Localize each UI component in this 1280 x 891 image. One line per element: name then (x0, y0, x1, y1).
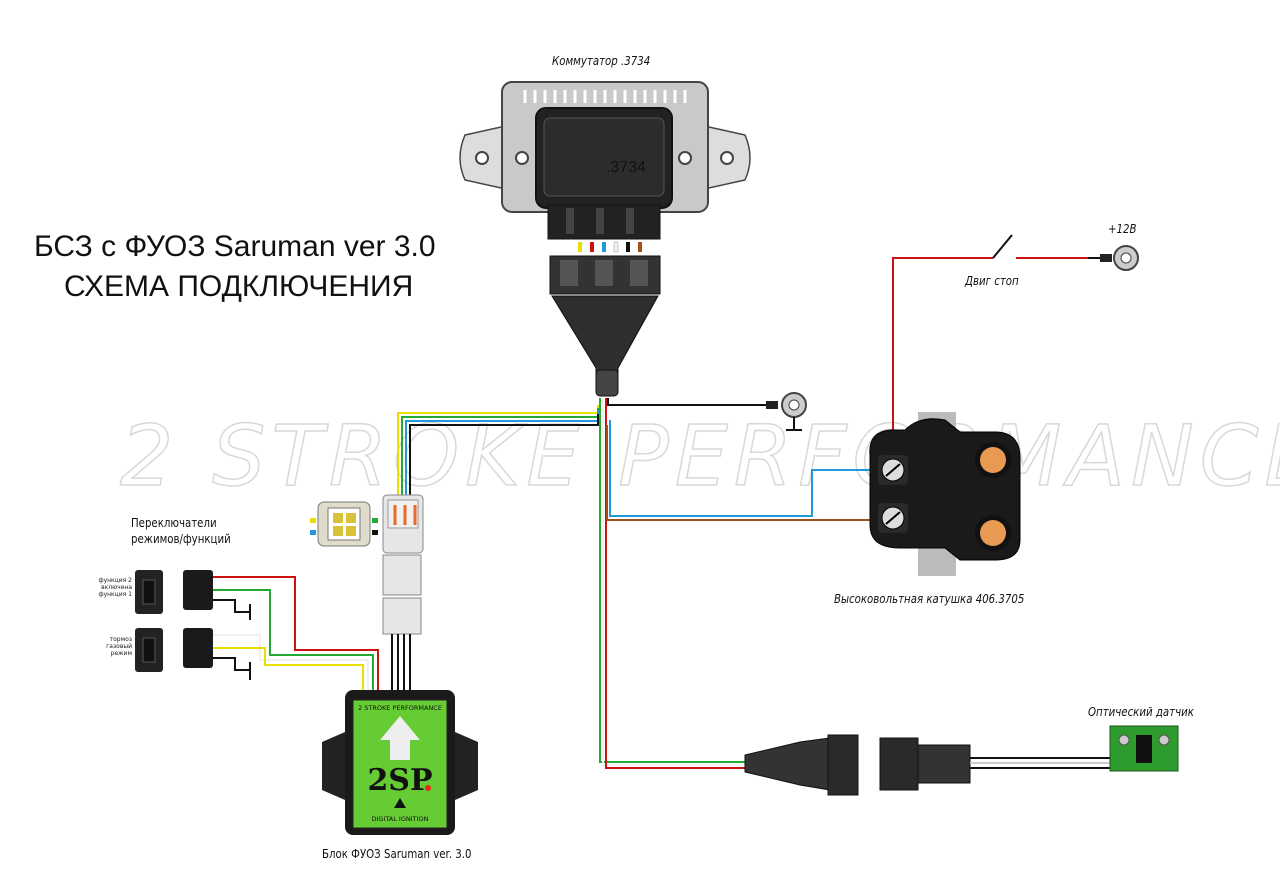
coil-label: Высоковольтная катушка 406.3705 (834, 592, 1025, 606)
fuoz-bottom-text: DIGITAL IGNITION (371, 815, 428, 823)
main-harness (397, 398, 885, 769)
fuoz-top-text: 2 STROKE PERFORMANCE (358, 704, 442, 712)
switch1-caption: функция 2 включена функция 1 (98, 577, 132, 598)
switches-label-line1: Переключатели (131, 516, 217, 530)
mode-switches (135, 570, 379, 690)
diagram-title-line2: СХЕМА ПОДКЛЮЧЕНИЯ (64, 270, 414, 303)
harness-connector (382, 494, 424, 690)
fuoz-label: Блок ФУОЗ Saruman ver. 3.0 (322, 847, 472, 861)
connector-face-icon (310, 501, 378, 547)
commutator-label: Коммутатор .3734 (552, 54, 651, 68)
diagram-title-line1: БСЗ с ФУОЗ Saruman ver 3.0 (34, 230, 436, 263)
fuoz-logo-text: 2SP (367, 763, 432, 798)
plus12-label: +12В (1108, 222, 1137, 236)
ground-terminal (766, 392, 807, 431)
plus12-terminal (1100, 245, 1139, 271)
sensor-label: Оптический датчик (1088, 705, 1194, 719)
switch2-caption: тормоз газовый режим (106, 636, 132, 657)
watermark-text: 2 STROKE PERFORMANCE (120, 407, 1280, 505)
switches-label-line2: режимов/функций (131, 532, 231, 546)
engine-stop-label: Двиг стоп (965, 274, 1019, 288)
sensor-harness (744, 734, 1110, 796)
ignition-coil (869, 412, 1021, 576)
optical-sensor (1109, 725, 1179, 772)
commutator-body-text: .3734 (606, 159, 646, 176)
fuoz-unit: 2 STROKE PERFORMANCE 2SP DIGITAL IGNITIO… (322, 690, 478, 835)
commutator: .3734 (459, 81, 751, 397)
